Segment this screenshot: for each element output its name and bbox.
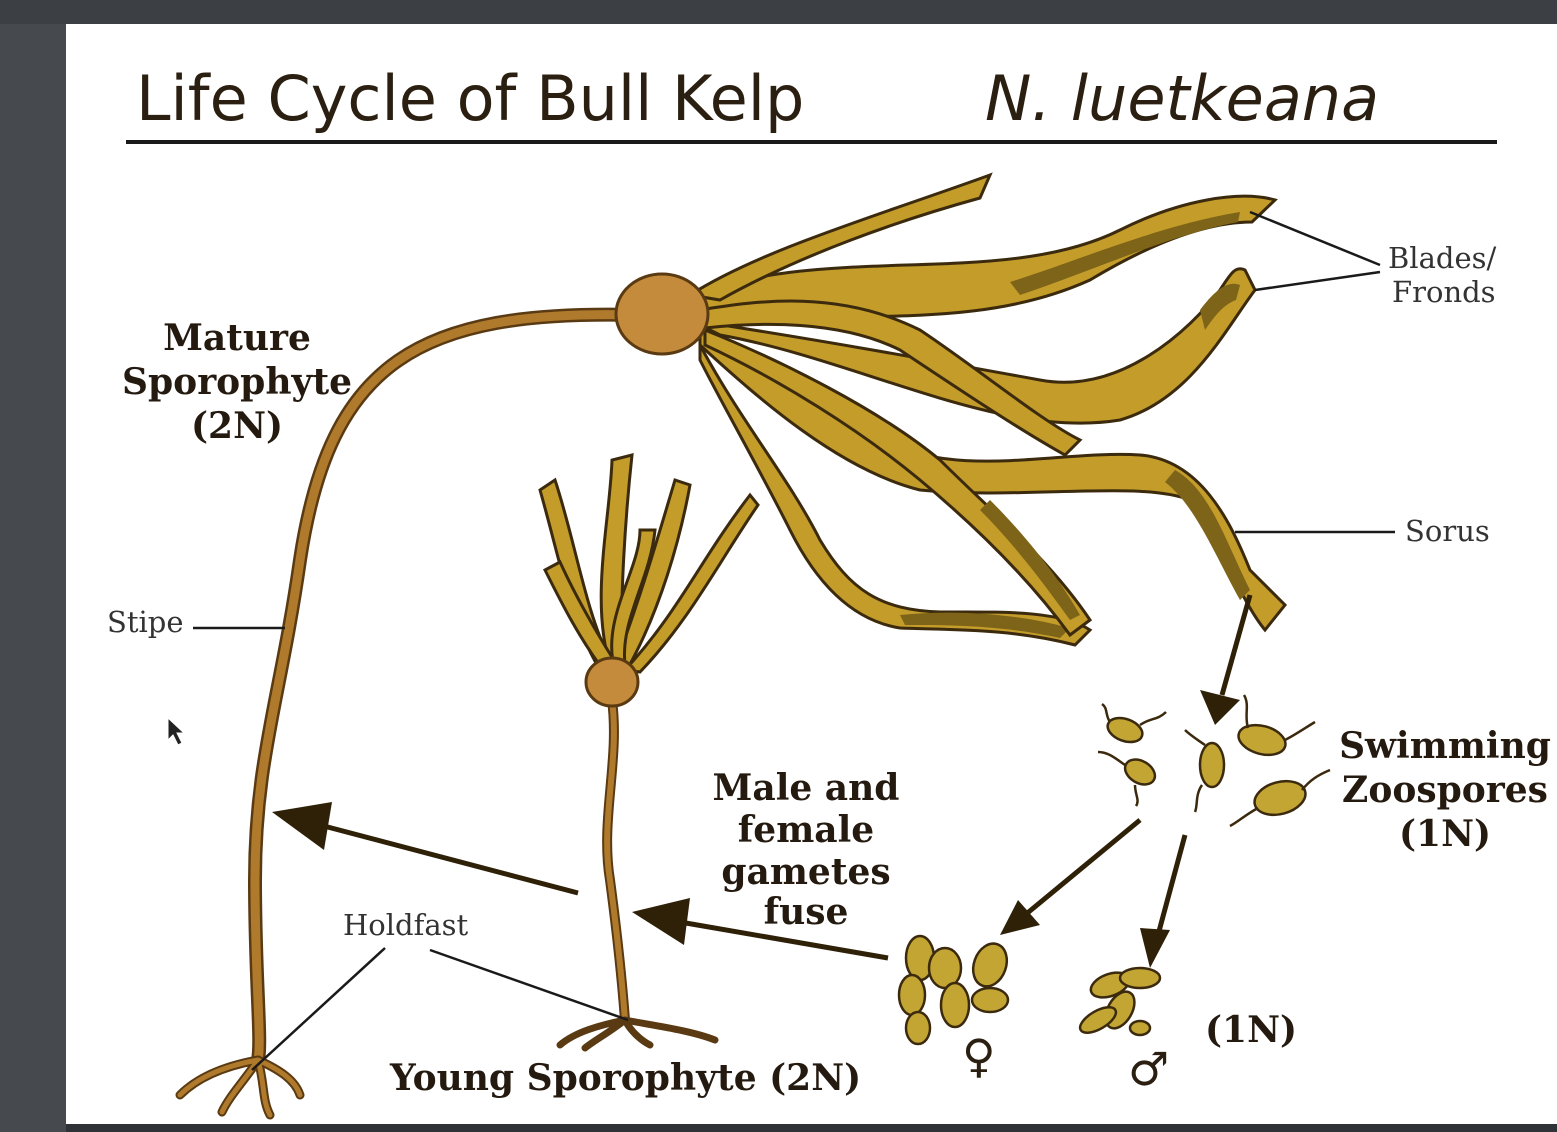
label-young-sporophyte: Young Sporophyte (2N) xyxy=(389,1057,861,1099)
label-zoospores-line1: Swimming xyxy=(1339,725,1551,767)
label-stipe: Stipe xyxy=(107,605,184,639)
mouse-cursor-icon xyxy=(168,718,184,745)
zoospore xyxy=(1251,776,1310,820)
male-symbol: ♂ xyxy=(1128,1042,1169,1096)
label-blades-line2: Fronds xyxy=(1392,275,1496,309)
young-pneumatocyst xyxy=(586,658,638,706)
label-gametes-line4: fuse xyxy=(764,891,849,933)
arrow-sorus-to-zoospores xyxy=(1222,595,1250,695)
label-mature-line2: Sporophyte xyxy=(122,361,352,403)
arrow-zoospores-to-male xyxy=(1158,835,1185,935)
zoospore xyxy=(1104,714,1145,747)
young-sporophyte xyxy=(540,455,758,1048)
title-species: N. luetkeana xyxy=(985,62,1379,135)
zoospore xyxy=(1200,743,1224,787)
label-mature-line1: Mature xyxy=(163,317,311,359)
diagram-labels: Mature Sporophyte (2N) Stipe Holdfast Bl… xyxy=(107,241,1551,1099)
young-blades xyxy=(540,455,758,672)
zoospore xyxy=(1235,720,1289,759)
arrow-young-to-mature xyxy=(320,825,578,893)
label-gametes-line2: female xyxy=(738,809,874,851)
leader-holdfast-mature xyxy=(252,948,385,1070)
label-gametes-line1: Male and xyxy=(713,767,900,809)
label-gametophyte-ploidy: (1N) xyxy=(1205,1009,1297,1051)
leader-holdfast-young xyxy=(430,950,628,1020)
label-sorus: Sorus xyxy=(1405,514,1490,548)
mature-stipe xyxy=(255,315,635,1060)
leader-blades-2 xyxy=(1255,272,1380,290)
arrow-zoospores-to-female xyxy=(1025,820,1140,915)
label-zoospores-line3: (1N) xyxy=(1399,813,1491,855)
male-gametophyte xyxy=(1076,968,1160,1038)
label-mature-line3: (2N) xyxy=(191,405,283,447)
young-holdfast xyxy=(560,1020,715,1048)
label-holdfast: Holdfast xyxy=(343,908,468,942)
title-main: Life Cycle of Bull Kelp xyxy=(136,62,804,135)
female-symbol: ♀ xyxy=(962,1029,996,1083)
zoospore xyxy=(1121,754,1160,789)
label-blades-line1: Blades/ xyxy=(1388,241,1496,275)
leader-blades-1 xyxy=(1250,212,1380,265)
label-gametes-line3: gametes xyxy=(721,851,890,893)
label-zoospores-line2: Zoospores xyxy=(1342,769,1548,811)
title-group: Life Cycle of Bull Kelp N. luetkeana xyxy=(126,62,1497,142)
mature-blades xyxy=(680,175,1285,645)
mature-pneumatocyst xyxy=(616,274,708,354)
female-gametophyte xyxy=(899,936,1013,1044)
mature-stipe-outline xyxy=(255,315,635,1060)
